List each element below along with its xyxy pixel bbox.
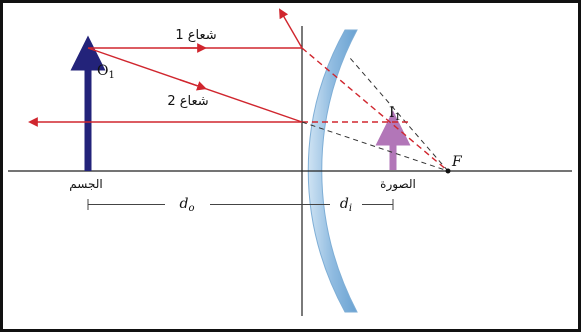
- construction-line-vertex: [301, 121, 449, 172]
- image-distance-dimension: [302, 199, 394, 210]
- object-distance-dimension: [87, 199, 302, 210]
- object-point-label: O1: [97, 63, 115, 81]
- focal-point-dot: [445, 168, 451, 174]
- ray-1-reflected: [279, 8, 303, 49]
- image-distance-label: di: [340, 196, 352, 214]
- ray-1-label: شعاع 1: [175, 28, 216, 43]
- construction-line-F: [349, 57, 449, 172]
- ray-1-virtual-extension: [301, 47, 449, 172]
- image-point-label: I1: [389, 105, 401, 123]
- ray-2-label: شعاع 2: [167, 94, 208, 109]
- object-distance-label: do: [180, 196, 195, 214]
- image-label: الصورة: [380, 177, 416, 192]
- ray-2-arrow-marker: [179, 79, 207, 91]
- focal-point-label: F: [451, 154, 463, 170]
- object-label: الجسم: [69, 177, 102, 191]
